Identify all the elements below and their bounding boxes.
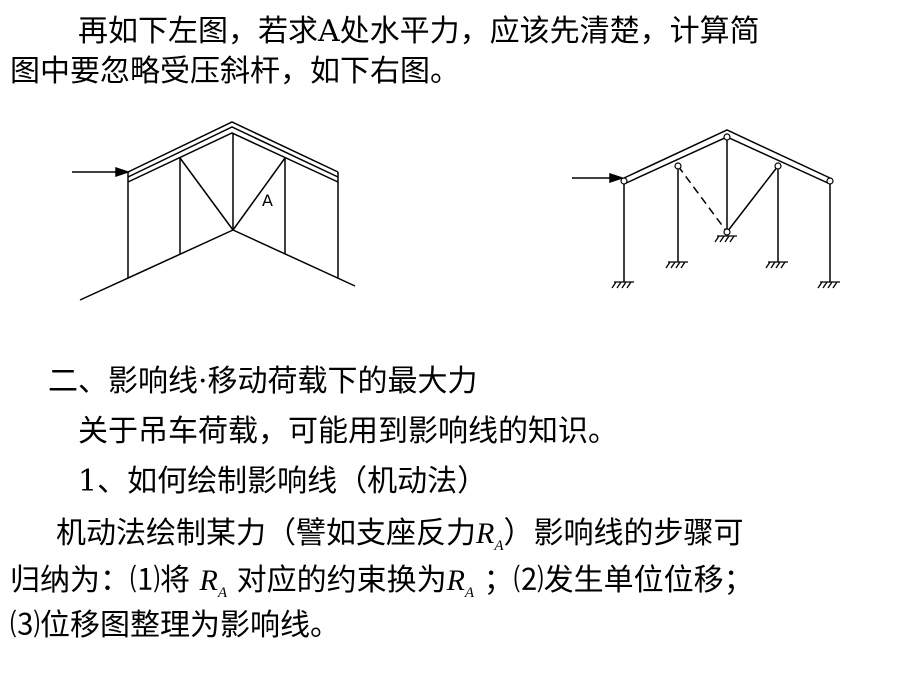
steps-line-2-text-a: 归纳为：⑴将 [10,563,190,598]
steps-line-2-text-b: 对应的约束换为 [236,563,447,598]
hinge-apex [723,133,731,141]
steps-line-1-text-b: ）影响线的步骤可 [503,516,744,551]
diagonal-left [179,157,234,231]
hinge-center-bottom [723,228,731,236]
roof-chord-inner [127,132,339,183]
paragraph-steps-line-2: 归纳为：⑴将 RA 对应的约束换为RA ；⑵发生单位位移； [10,563,754,611]
steps-line-1-text-a: 机动法绘制某力（譬如支座反力 [56,516,476,551]
label-a: A [262,191,273,210]
hinge-mid-left [674,162,682,170]
truss-diagram-right [572,129,840,289]
truss-diagram-left: A [72,121,356,301]
paragraph-crane-load: 关于吊车荷载，可能用到影响线的知识。 [78,414,618,449]
reaction-symbol: RA [476,517,504,554]
roof-chord-outer [127,121,339,173]
hinge-left [620,177,628,185]
roof-chord-outer [623,129,831,179]
intro-line-1: 再如下左图，若求A处水平力，应该先清楚，计算简 [78,14,760,49]
paragraph-steps-line-1: 机动法绘制某力（譬如支座反力RA）影响线的步骤可 [56,516,744,564]
steps-line-2-text-c: ；⑵发生单位位移； [483,563,754,598]
ground-left [79,229,234,301]
diagonal-left-ignored [677,165,728,233]
hinge-mid-right [774,162,782,170]
section-heading: 二、影响线·移动荷载下的最大力 [48,364,478,399]
load-arrowhead [609,172,625,184]
subheading-kinematic-method: 1、如何绘制影响线（机动法） [78,464,488,499]
reaction-symbol: RA [446,564,475,601]
diagonal-right [232,157,286,231]
roof-chord-middle [127,126,339,178]
paragraph-steps-line-3: ⑶位移图整理为影响线。 [10,608,340,643]
load-arrowhead [115,166,131,178]
ground-right [232,229,356,287]
supports [611,235,840,289]
diagonal-right [726,165,779,233]
hinge-right [826,177,834,185]
intro-line-2: 图中要忽略受压斜杆，如下右图。 [10,54,460,89]
reaction-symbol: RA [199,564,228,601]
